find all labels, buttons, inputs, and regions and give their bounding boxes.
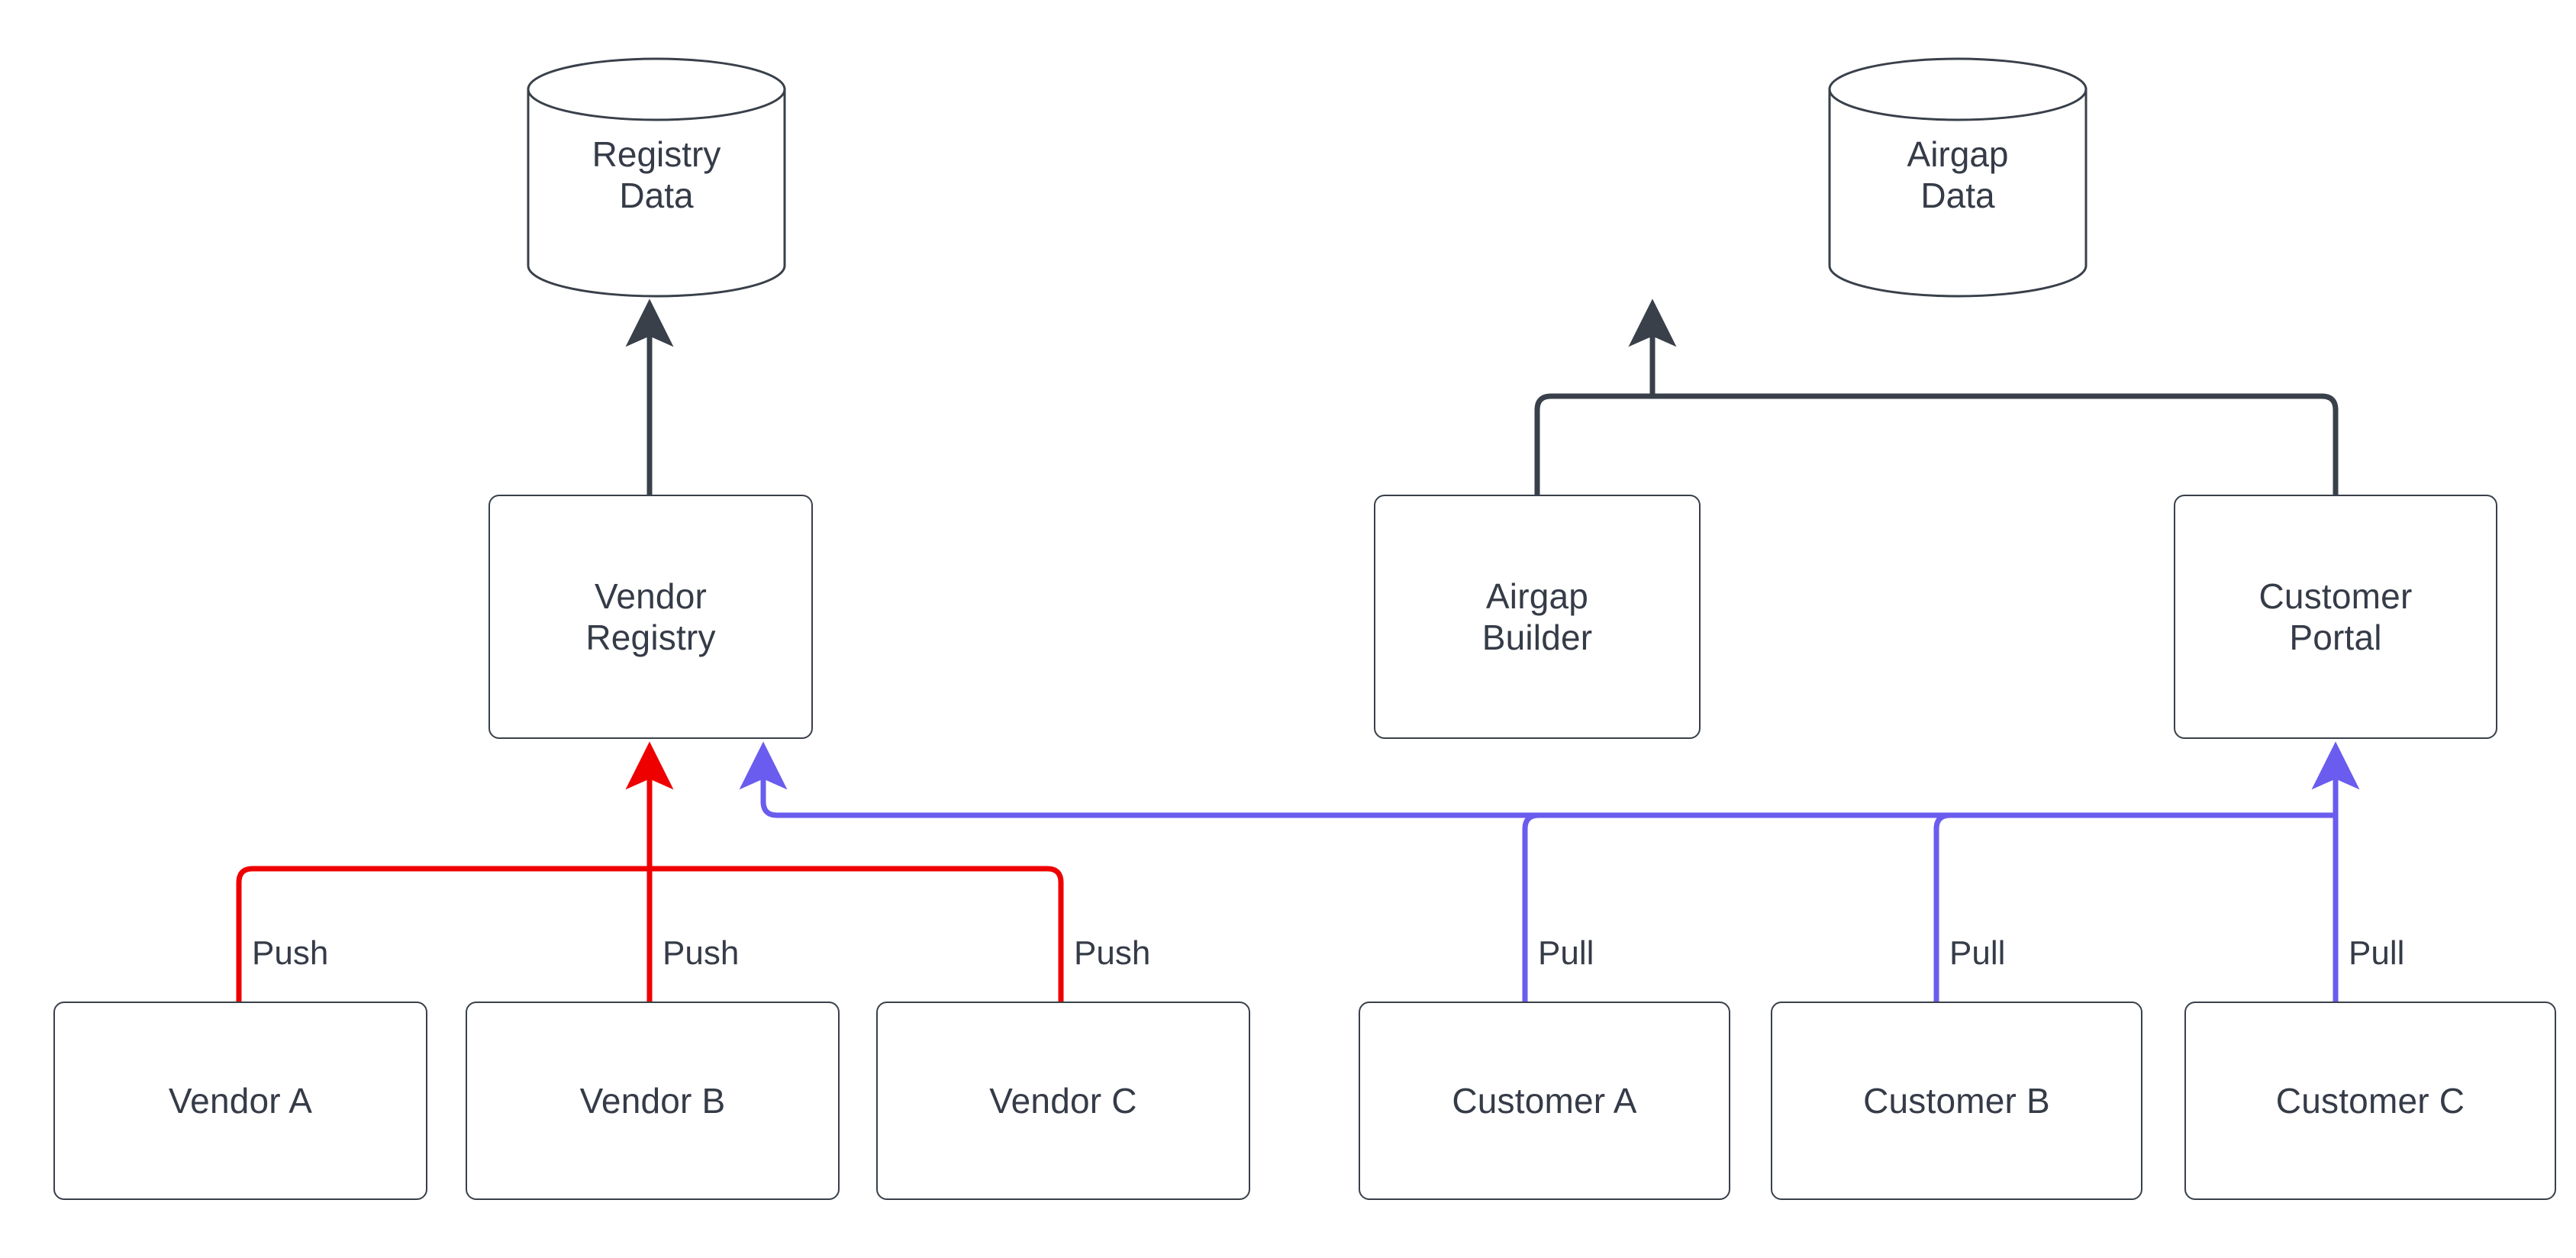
edge-label-push-vendor-c: Push: [1074, 934, 1151, 972]
node-vendor-c[interactable]: Vendor C: [876, 1002, 1250, 1200]
node-label-line2: Registry: [585, 618, 716, 657]
edge-customers-to-vendor-registry: [739, 741, 2339, 818]
cylinder-shape: [527, 57, 786, 298]
node-vendor-registry[interactable]: Vendor Registry: [488, 495, 813, 739]
node-customer-b[interactable]: Customer B: [1771, 1002, 2142, 1200]
edge-customer-portal-to-airgap-data: [1649, 393, 2339, 498]
edge-customer-b-pull: [1933, 812, 2339, 1005]
edge-vendor-a-push: [236, 866, 653, 1005]
edge-customer-a-pull: [1522, 812, 2339, 1005]
edge-vendor-c-push: [646, 866, 1064, 1005]
node-label: Vendor B: [579, 1080, 726, 1121]
edge-airgap-builder-to-airgap-data: [1534, 393, 1656, 498]
node-customer-c[interactable]: Customer C: [2184, 1002, 2556, 1200]
node-label: Customer C: [2275, 1080, 2465, 1121]
node-customer-a[interactable]: Customer A: [1359, 1002, 1730, 1200]
node-label: Vendor A: [168, 1080, 313, 1121]
edge-label-push-vendor-b: Push: [663, 934, 740, 972]
node-label: Customer B: [1863, 1080, 2050, 1121]
node-vendor-a[interactable]: Vendor A: [53, 1002, 427, 1200]
node-label-line2: Portal: [2289, 618, 2382, 657]
edge-label-pull-customer-a: Pull: [1538, 934, 1594, 972]
node-vendor-b[interactable]: Vendor B: [466, 1002, 840, 1200]
node-label-line2: Builder: [1481, 618, 1593, 657]
datastore-airgap-data[interactable]: Airgap Data: [1828, 57, 2088, 298]
datastore-registry-data[interactable]: Registry Data: [527, 57, 786, 298]
edge-label-push-vendor-a: Push: [252, 934, 329, 972]
node-label: Vendor C: [989, 1080, 1137, 1121]
node-label: Customer A: [1452, 1080, 1637, 1121]
node-customer-portal[interactable]: Customer Portal: [2174, 495, 2497, 739]
node-label-line1: Vendor: [595, 576, 707, 616]
node-label-line1: Airgap: [1485, 576, 1589, 616]
node-airgap-builder[interactable]: Airgap Builder: [1374, 495, 1701, 739]
node-label-line1: Customer: [2258, 576, 2413, 616]
cylinder-shape: [1828, 57, 2088, 298]
edge-label-pull-customer-c: Pull: [2349, 934, 2405, 972]
edge-label-pull-customer-b: Pull: [1949, 934, 2006, 972]
